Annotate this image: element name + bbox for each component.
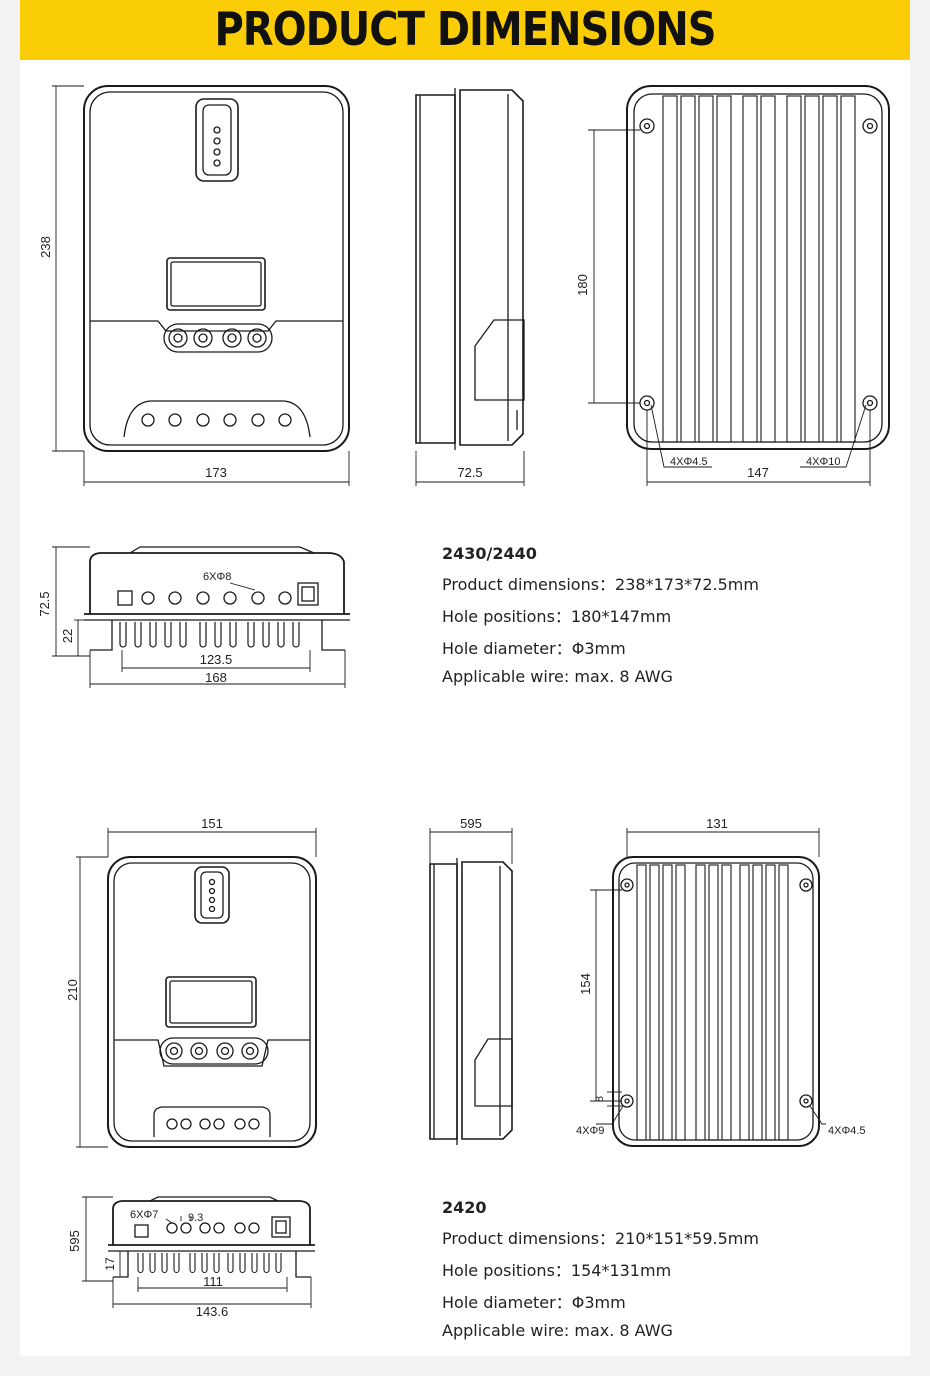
dim-a-front-width: 173 <box>205 465 227 480</box>
model-b-side-view <box>429 828 513 1145</box>
model-a-spec-hole-diameter: Hole diameter：Φ3mm <box>442 639 626 658</box>
dim-b-side-depth: 595 <box>460 816 482 831</box>
model-b-back-view <box>590 828 826 1147</box>
model-a-spec-hole-positions: Hole positions：180*147mm <box>442 607 672 626</box>
dim-a-back-hole-left: 4XΦ4.5 <box>670 456 708 468</box>
dim-b-bottom-inner: 111 <box>203 1274 223 1289</box>
dim-b-front-height: 210 <box>65 979 80 1001</box>
dim-b-bottom-fin: 17 <box>103 1257 117 1271</box>
dim-a-bottom-depth: 72.5 <box>37 591 52 616</box>
dim-a-back-hole-h: 147 <box>747 465 769 480</box>
model-a-bottom-view <box>52 546 350 688</box>
model-b-spec-dimensions: Product dimensions：210*151*59.5mm <box>442 1229 759 1248</box>
model-a-front-view <box>52 85 350 486</box>
page-title: PRODUCT DIMENSIONS <box>214 3 716 57</box>
dim-a-bottom-outer: 168 <box>205 670 227 685</box>
dim-b-front-width: 151 <box>201 816 223 831</box>
model-a-spec-wire: Applicable wire: max. 8 AWG <box>442 667 673 686</box>
model-b-spec-hole-positions: Hole positions：154*131mm <box>442 1261 672 1280</box>
dim-a-side-depth: 72.5 <box>457 465 482 480</box>
model-a-side-view <box>415 88 525 486</box>
model-b-bottom-view <box>82 1196 315 1308</box>
dim-b-back-hole-v: 154 <box>578 973 593 995</box>
dim-a-back-hole-right: 4XΦ10 <box>806 456 840 468</box>
dim-a-bottom-fin: 22 <box>60 629 75 643</box>
model-b-name: 2420 <box>442 1198 487 1217</box>
model-a-specs: 2430/2440 Product dimensions：238*173*72.… <box>442 544 759 694</box>
dim-b-back-hole-right: 4XΦ4.5 <box>828 1125 866 1137</box>
title-banner: PRODUCT DIMENSIONS <box>20 0 910 60</box>
dim-a-front-height: 238 <box>38 236 53 258</box>
dim-a-bottom-inner: 123.5 <box>200 652 233 667</box>
model-b-front-view <box>76 828 317 1148</box>
model-b-spec-wire: Applicable wire: max. 8 AWG <box>442 1321 673 1340</box>
dim-b-back-width: 131 <box>706 816 728 831</box>
dim-b-bottom-outer: 143.6 <box>196 1304 229 1319</box>
model-a-back-view <box>588 85 890 486</box>
dim-b-bottom-depth: 595 <box>67 1230 82 1252</box>
dim-b-bottom-holes: 6XΦ7 <box>130 1209 158 1221</box>
model-b-spec-hole-diameter: Hole diameter：Φ3mm <box>442 1293 626 1312</box>
model-a-name: 2430/2440 <box>442 544 537 563</box>
dim-a-bottom-holes: 6XΦ8 <box>203 571 231 583</box>
dim-b-bottom-pitch: 9.3 <box>188 1212 203 1224</box>
dim-b-back-small: 8 <box>594 1096 606 1102</box>
model-b-specs: 2420 Product dimensions：210*151*59.5mm H… <box>442 1198 759 1348</box>
dim-b-back-hole-left: 4XΦ9 <box>576 1125 604 1137</box>
model-a-spec-dimensions: Product dimensions：238*173*72.5mm <box>442 575 759 594</box>
dim-a-back-hole-v: 180 <box>575 274 590 296</box>
